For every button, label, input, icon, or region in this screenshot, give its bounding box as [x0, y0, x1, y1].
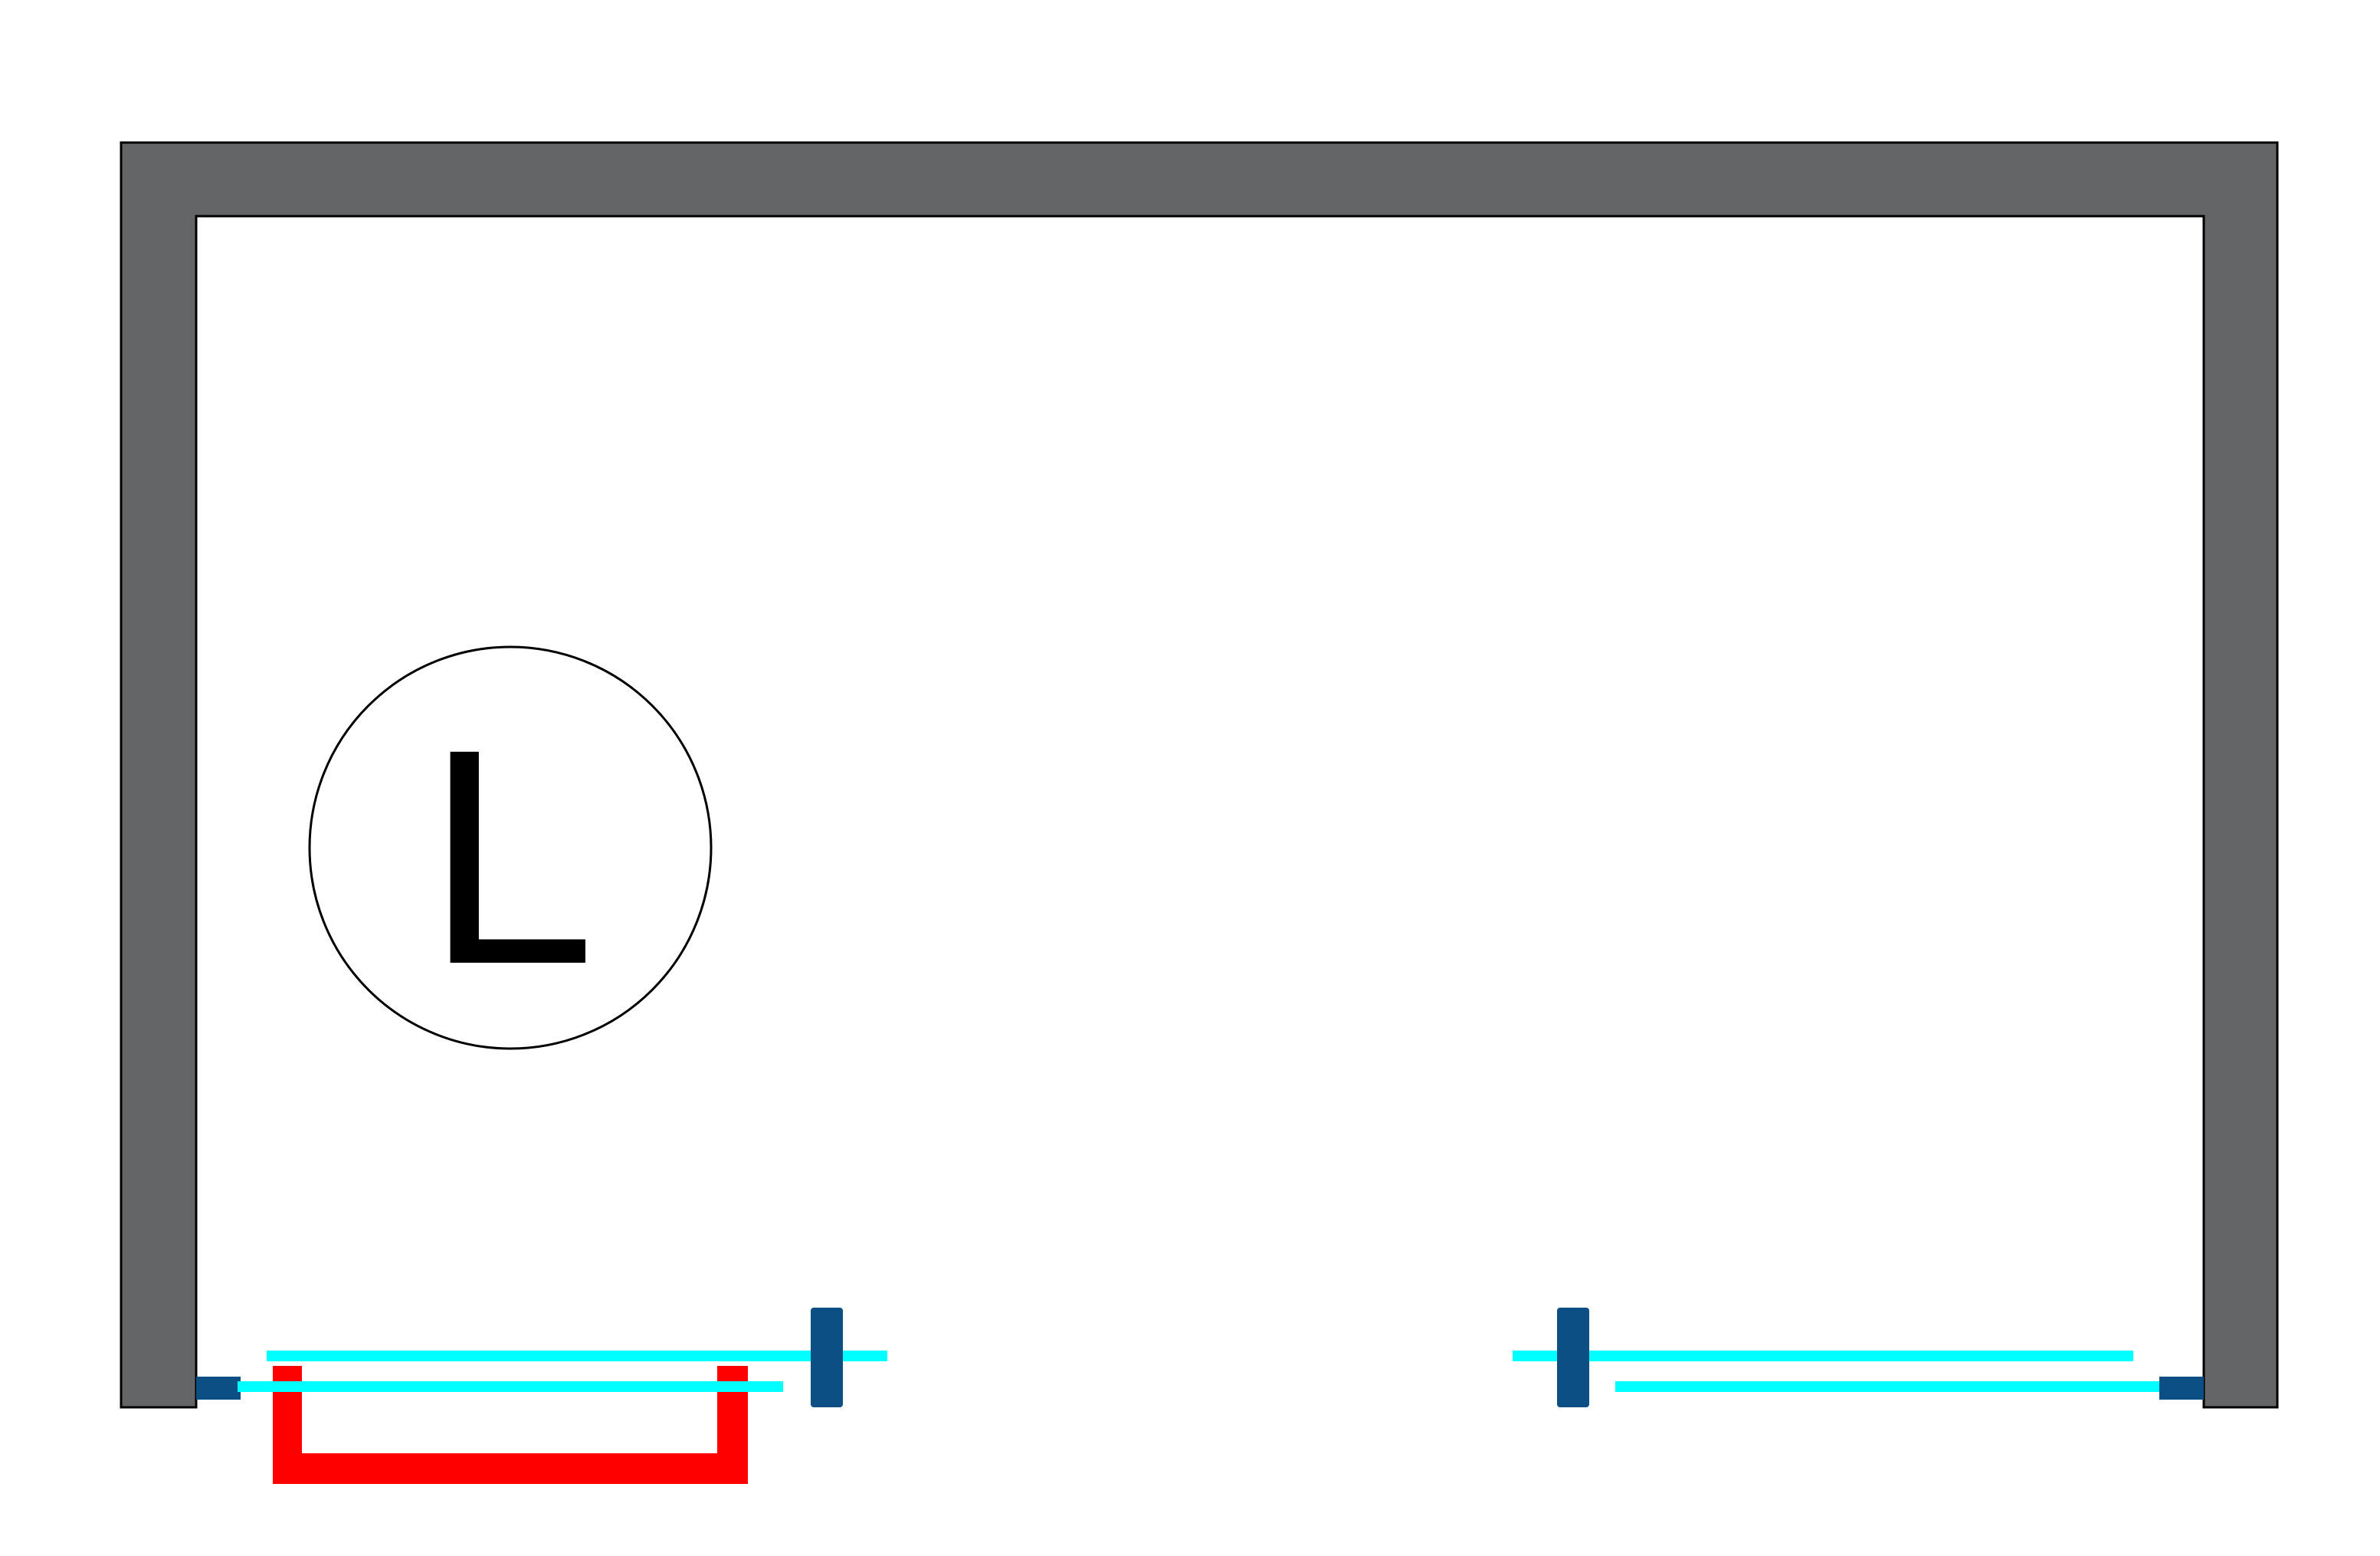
left-glass-clamp	[811, 1308, 843, 1407]
left-wall-profile	[196, 1377, 241, 1400]
left-door-assembly	[196, 1308, 887, 1484]
orientation-label-text: L	[425, 685, 595, 1028]
right-fixed-glass-panel	[1615, 1381, 2161, 1392]
right-glass-clamp	[1557, 1308, 1589, 1407]
left-sliding-glass-panel[interactable]	[267, 1351, 887, 1361]
orientation-label-circle	[308, 645, 713, 1050]
left-door-handle[interactable]	[273, 1366, 748, 1484]
right-door-assembly	[1513, 1308, 2204, 1407]
left-fixed-glass-panel	[238, 1381, 783, 1392]
wall-u-shape	[120, 141, 2279, 1409]
right-wall-profile	[2159, 1377, 2204, 1400]
right-sliding-glass-panel[interactable]	[1513, 1351, 2133, 1361]
